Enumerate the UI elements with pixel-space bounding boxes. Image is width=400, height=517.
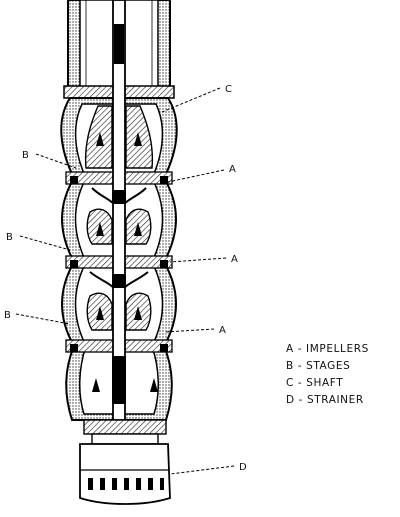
callout-a-upper: A <box>229 164 236 175</box>
legend-item-shaft: C - SHAFT <box>286 377 343 389</box>
strainer <box>79 443 171 505</box>
callout-a-lower: A <box>219 325 226 336</box>
suction-bell <box>83 419 167 445</box>
shaft <box>112 0 126 421</box>
legend: A - IMPELLERS B - STAGES C - SHAFT D - S… <box>286 343 369 406</box>
leader-a-lower <box>165 328 215 333</box>
leader-d <box>169 465 235 475</box>
leader-b-middle <box>19 235 71 251</box>
callout-c: C <box>225 84 232 95</box>
callout-b-lower: B <box>4 310 11 321</box>
flow-arrows <box>92 132 158 392</box>
leader-c <box>161 87 221 113</box>
leader-a-upper <box>167 169 225 183</box>
legend-item-stages: B - STAGES <box>286 360 350 372</box>
leader-lines <box>15 87 235 475</box>
callout-b-middle: B <box>6 232 13 243</box>
callout-b-upper: B <box>22 150 29 161</box>
callout-a-middle: A <box>231 254 238 265</box>
leader-b-lower <box>15 313 71 325</box>
legend-item-strainer: D - STRAINER <box>286 394 364 406</box>
impeller-stage-2 <box>86 208 152 289</box>
leader-b-upper <box>35 153 77 169</box>
callout-d: D <box>239 462 247 473</box>
legend-item-impellers: A - IMPELLERS <box>286 343 369 355</box>
leader-a-middle <box>169 257 227 263</box>
